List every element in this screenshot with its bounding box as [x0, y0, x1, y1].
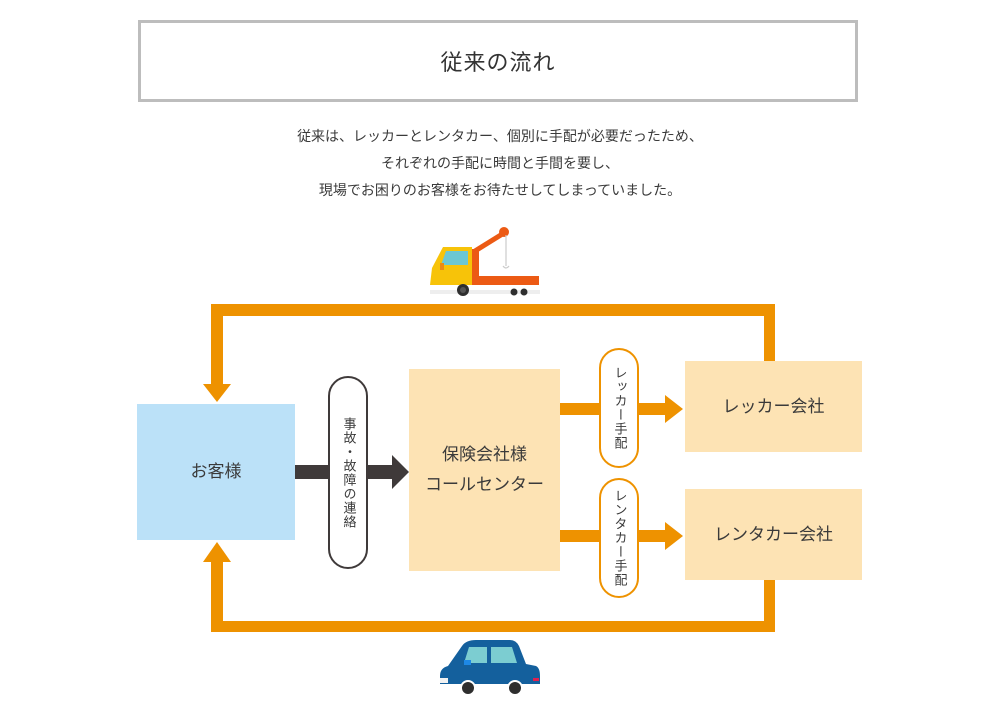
customer-label: お客様 — [190, 462, 242, 482]
page-title: 従来の流れ — [440, 51, 556, 76]
call-center-label-line1: 保険会社様 — [442, 445, 527, 465]
rental-arrangement-label: レンタカー手配 — [611, 489, 627, 587]
customer-node: お客様 — [137, 404, 295, 540]
tow-company-node: レッカー会社 — [685, 361, 862, 452]
tow-arrangement-label: レッカー手配 — [611, 366, 627, 450]
tow-company-label: レッカー会社 — [722, 396, 825, 417]
title-box: 従来の流れ — [138, 20, 858, 102]
rental-company-label: レンタカー会社 — [714, 524, 833, 545]
call-center-label-line2: コールセンター — [425, 475, 544, 495]
description-line: それぞれの手配に時間と手間を要し、 — [381, 156, 619, 172]
description: 従来は、レッカーとレンタカー、個別に手配が必要だったため、 それぞれの手配に時間… — [0, 124, 1000, 205]
rental-arrangement-pill: レンタカー手配 — [599, 478, 639, 598]
contact-label: 事故・故障の連絡 — [340, 416, 356, 529]
description-line: 従来は、レッカーとレンタカー、個別に手配が必要だったため、 — [297, 129, 703, 145]
tow-return-arrow — [203, 304, 775, 402]
rental-return-arrow — [203, 542, 775, 632]
call-center-node: 保険会社様 コールセンター — [409, 369, 560, 571]
car-icon — [440, 640, 540, 696]
tow-arrangement-pill: レッカー手配 — [599, 348, 639, 468]
description-line: 現場でお困りのお客様をお待たせしてしまっていました。 — [318, 183, 682, 199]
rental-company-node: レンタカー会社 — [685, 489, 862, 580]
contact-label-pill: 事故・故障の連絡 — [328, 376, 368, 569]
tow-truck-icon — [430, 227, 540, 296]
